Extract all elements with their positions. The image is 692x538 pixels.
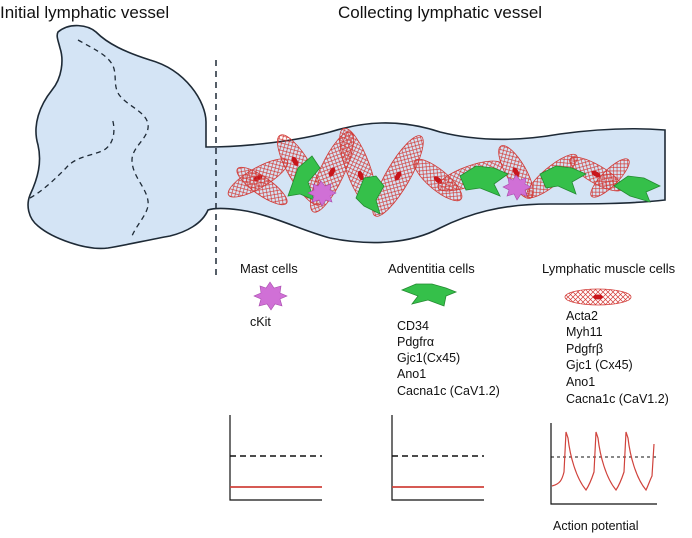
adventitia-membrane-plot xyxy=(391,415,484,501)
adventitia-cell xyxy=(539,165,587,195)
muscle-marker: Gjc1 (Cx45) xyxy=(566,358,633,372)
initial-vessel-title: Initial lymphatic vessel xyxy=(0,3,169,22)
muscle-cell-legend-icon xyxy=(564,288,632,306)
adventitia-marker: Ano1 xyxy=(397,367,426,381)
muscle-marker: Acta2 xyxy=(566,309,598,323)
muscle-marker-list: Acta2 Myh11 Pdgfrβ Gjc1 (Cx45) Ano1 Cacn… xyxy=(566,309,669,406)
muscle-cells-label: Lymphatic muscle cells xyxy=(542,261,676,276)
adventitia-cell xyxy=(613,175,661,203)
adventitia-cell-legend-icon xyxy=(400,283,458,307)
muscle-marker: Pdgfrβ xyxy=(566,342,603,356)
adventitia-cell xyxy=(459,165,509,197)
adventitia-marker: CD34 xyxy=(397,319,429,333)
action-potential-trace xyxy=(551,431,655,492)
adventitia-marker: Gjc1(Cx45) xyxy=(397,351,460,365)
mast-cell xyxy=(307,180,337,207)
muscle-marker: Myh11 xyxy=(566,325,603,339)
adventitia-cells-layer xyxy=(287,155,661,215)
muscle-cell xyxy=(372,135,424,217)
mast-cell-legend-icon xyxy=(253,281,288,311)
adventitia-marker: Cacna1c (CaV1.2) xyxy=(397,384,500,398)
muscle-marker: Cacna1c (CaV1.2) xyxy=(566,392,669,406)
adventitia-cell xyxy=(287,155,321,201)
adventitia-marker: Pdgfrα xyxy=(397,335,434,349)
mast-cell xyxy=(502,174,532,201)
mast-cells-label: Mast cells xyxy=(240,261,298,276)
adventitia-cells-label: Adventitia cells xyxy=(388,261,475,276)
adventitia-marker-list: CD34 Pdgfrα Gjc1(Cx45) Ano1 Cacna1c (CaV… xyxy=(397,319,500,398)
muscle-marker: Ano1 xyxy=(566,375,595,389)
mast-cells-layer xyxy=(307,174,532,207)
mast-membrane-plot xyxy=(229,415,322,501)
action-potential-label: Action potential xyxy=(553,519,638,533)
muscle-cell xyxy=(236,166,288,206)
action-potential-plot xyxy=(550,423,657,505)
adventitia-cell xyxy=(355,175,385,215)
muscle-cell xyxy=(590,158,630,198)
collecting-vessel-title: Collecting lymphatic vessel xyxy=(338,3,542,22)
mast-marker: cKit xyxy=(250,315,271,329)
